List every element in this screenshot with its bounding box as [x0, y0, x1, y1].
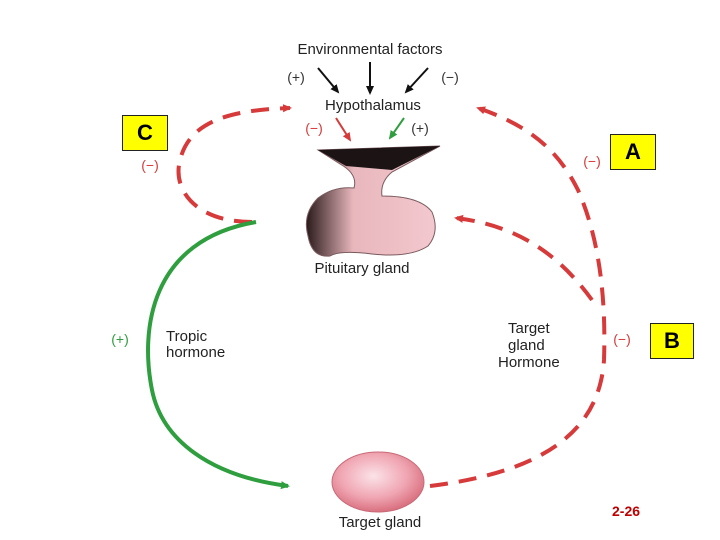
env-left-arrow: [317, 67, 340, 94]
target-hormone-sign: (−): [613, 331, 631, 347]
long-loop-upper-sign: (−): [583, 153, 601, 169]
hypo-inhibit-arrow: [335, 117, 352, 142]
target-gland-hormone-line1: Target: [508, 320, 551, 337]
hypo-stimulate-arrow: [388, 117, 405, 140]
tropic-sign: (+): [111, 331, 129, 347]
slide-number: 2-26: [612, 503, 641, 519]
env-right-sign: (−): [441, 69, 459, 85]
short-loop-sign: (−): [141, 157, 159, 173]
long-loop-pituitary-arrow: [454, 214, 594, 302]
long-loop-hypothalamus-arrow: [429, 106, 607, 488]
hypothalamus-label: Hypothalamus: [325, 97, 421, 114]
environmental-factors-label: Environmental factors: [297, 41, 442, 58]
hypo-right-sign: (+): [411, 120, 429, 136]
label-box-a: A: [610, 134, 656, 170]
tropic-hormone-arrow: [146, 220, 290, 490]
pituitary-gland-label: Pituitary gland: [314, 260, 409, 277]
tropic-hormone-label-line2: hormone: [166, 344, 225, 361]
target-gland-shape: [331, 451, 425, 513]
target-gland-hormone-line2: gland: [508, 337, 545, 354]
env-right-arrow: [404, 67, 429, 94]
short-loop-feedback-arrow: [176, 104, 292, 224]
pituitary-gland-shape: [305, 145, 441, 257]
hypo-left-sign: (−): [305, 120, 323, 136]
target-gland-label: Target gland: [339, 514, 422, 531]
target-gland-hormone-line3: Hormone: [498, 354, 560, 371]
label-box-b: B: [650, 323, 694, 359]
label-box-c: C: [122, 115, 168, 151]
env-left-sign: (+): [287, 69, 305, 85]
tropic-hormone-label-line1: Tropic: [166, 328, 208, 345]
